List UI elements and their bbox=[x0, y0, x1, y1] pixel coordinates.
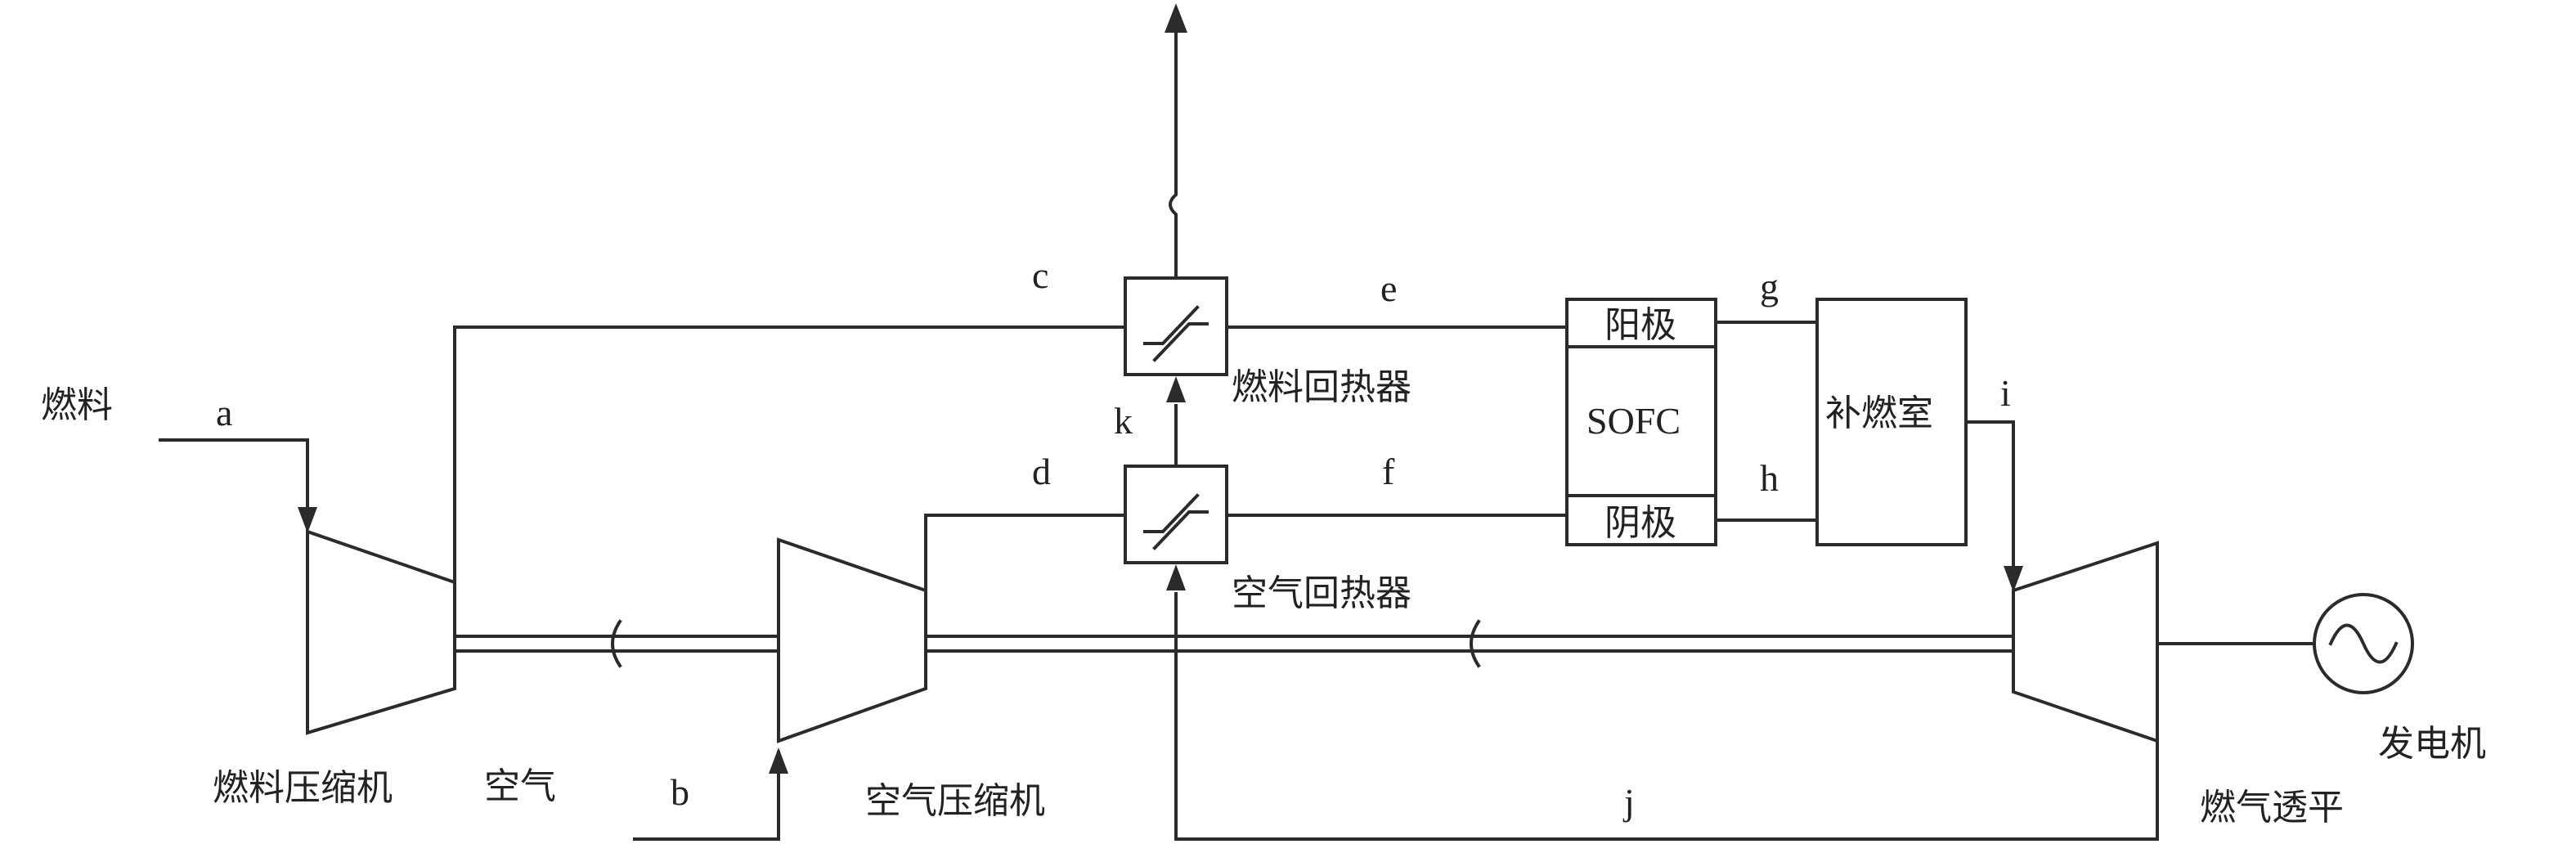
arrow-j bbox=[1166, 564, 1186, 590]
air-compressor bbox=[777, 537, 927, 743]
stream-j-line bbox=[1174, 592, 2159, 841]
air-label: 空气 bbox=[484, 765, 556, 807]
air-compressor-label: 空气压缩机 bbox=[865, 780, 1045, 822]
sofc-label: SOFC bbox=[1586, 400, 1681, 442]
afterburner-label: 补燃室 bbox=[1825, 393, 1933, 434]
afterburner bbox=[1815, 298, 1968, 546]
stream-label-e: e bbox=[1380, 267, 1397, 309]
generator-label: 发电机 bbox=[2378, 723, 2486, 765]
air-recuperator bbox=[1124, 465, 1228, 564]
arrow-a bbox=[298, 507, 317, 533]
exhaust-arrow bbox=[1165, 3, 1187, 33]
arrow-b bbox=[769, 747, 788, 774]
stream-c-line bbox=[453, 325, 1127, 584]
fuel-label: 燃料 bbox=[41, 384, 113, 426]
stream-i-line bbox=[1964, 420, 2015, 574]
stream-label-d: d bbox=[1032, 451, 1051, 492]
stream-label-g: g bbox=[1760, 266, 1779, 308]
air-recuperator-label: 空气回热器 bbox=[1232, 572, 1411, 614]
stream-a-line bbox=[159, 438, 309, 515]
stream-label-a: a bbox=[216, 392, 232, 433]
gas-turbine-label: 燃气透平 bbox=[2200, 787, 2344, 828]
stream-label-f: f bbox=[1382, 451, 1395, 492]
stream-label-b: b bbox=[671, 771, 689, 813]
stream-label-c: c bbox=[1032, 254, 1048, 296]
stream-b-line bbox=[633, 751, 780, 841]
stream-label-i: i bbox=[2000, 372, 2011, 414]
sofc-stack bbox=[1565, 298, 1717, 546]
stream-label-j: j bbox=[1622, 781, 1635, 823]
coupling-mark-right bbox=[1470, 619, 1481, 668]
arrow-i bbox=[2004, 566, 2023, 592]
stream-d-line bbox=[924, 514, 1127, 592]
exhaust-line bbox=[1169, 29, 1178, 280]
arrow-k bbox=[1166, 376, 1186, 402]
gas-turbine bbox=[2012, 541, 2159, 743]
coupling-mark-left bbox=[611, 619, 622, 668]
stream-label-h: h bbox=[1760, 457, 1779, 499]
fuel-compressor bbox=[306, 529, 456, 735]
generator bbox=[2313, 593, 2414, 694]
main-shaft bbox=[455, 619, 2316, 668]
fuel-recuperator bbox=[1124, 276, 1228, 376]
fuel-recuperator-label: 燃料回热器 bbox=[1232, 366, 1411, 408]
cathode-label: 阴极 bbox=[1604, 502, 1676, 544]
fuel-compressor-label: 燃料压缩机 bbox=[213, 767, 393, 809]
anode-label: 阳极 bbox=[1604, 304, 1676, 346]
stream-label-k: k bbox=[1114, 400, 1133, 442]
